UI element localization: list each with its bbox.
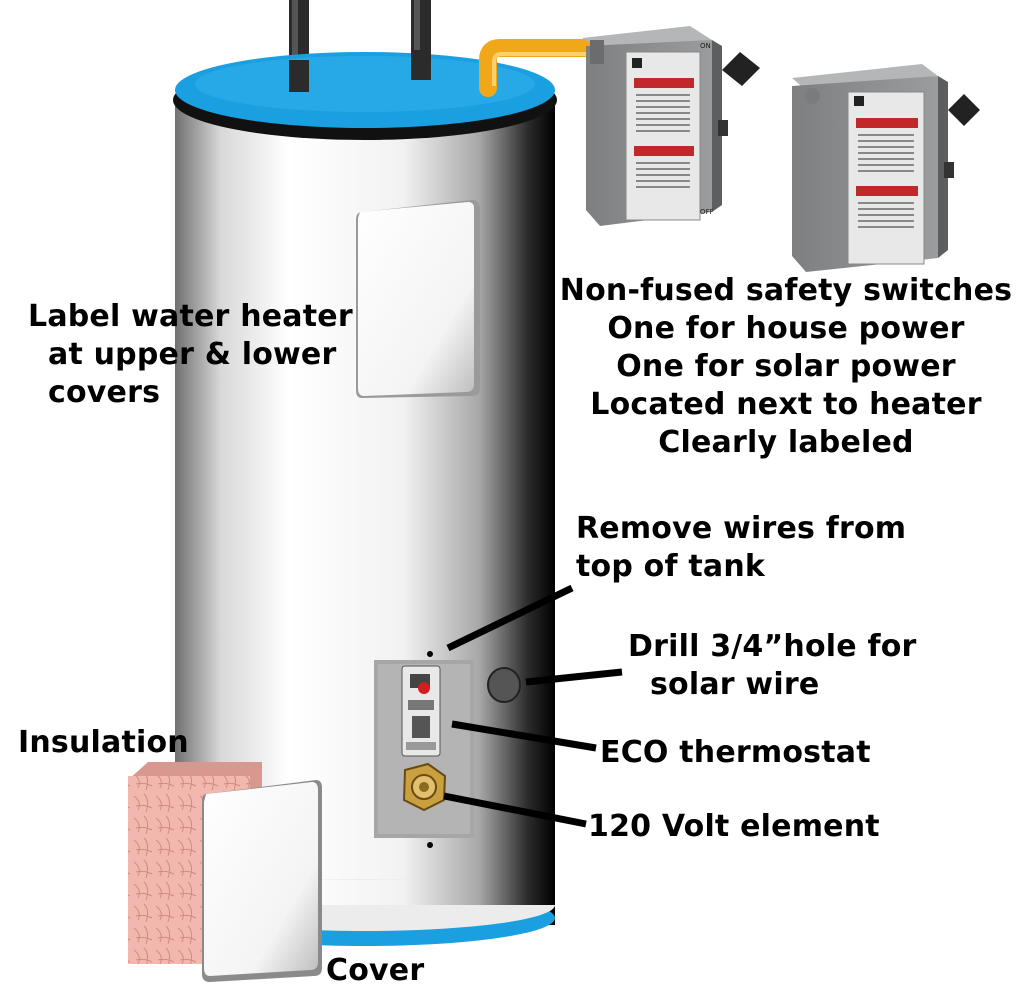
safety-switches-line-3: One for solar power	[616, 349, 956, 384]
eco-thermostat	[401, 665, 441, 757]
label-heater-line-3: covers	[48, 375, 161, 410]
drill-hole-text: Drill 3/4”hole for solar wire	[628, 628, 917, 704]
eco-thermostat-label: ECO thermostat	[600, 735, 871, 770]
upper-cover	[356, 200, 480, 398]
remove-wires-line-1: Remove wires from	[576, 511, 907, 546]
label-heater-text: Label water heater at upper & lower cove…	[28, 298, 353, 412]
switch-off-text: OFF	[700, 208, 714, 216]
drill-hole-line-1: Drill 3/4”hole for	[628, 629, 917, 664]
drill-hole-line-2: solar wire	[650, 667, 820, 702]
safety-switches-text: Non-fused safety switches One for house …	[556, 272, 1016, 462]
remove-wires-line-2: top of tank	[576, 549, 766, 584]
drilled-hole	[487, 667, 521, 703]
element-label: 120 Volt element	[588, 809, 880, 844]
remove-wires-text: Remove wires from top of tank	[576, 510, 906, 586]
safety-switch-house: ON OFF	[582, 26, 760, 226]
safety-switches-line-5: Clearly labeled	[658, 425, 914, 460]
label-heater-line-1: Label water heater	[28, 299, 353, 334]
switch-on-text: ON	[700, 42, 711, 50]
cover-label: Cover	[326, 953, 425, 988]
heating-element	[402, 762, 447, 812]
safety-switches-line-4: Located next to heater	[590, 387, 982, 422]
conduit-pipe	[479, 39, 609, 97]
label-heater-line-2: at upper & lower	[48, 337, 337, 372]
cover-plate	[202, 780, 322, 982]
safety-switch-solar	[792, 64, 980, 272]
leader-lines	[443, 584, 623, 828]
insulation-label: Insulation	[18, 725, 189, 760]
safety-switches-line-2: One for house power	[607, 311, 965, 346]
safety-switches-line-1: Non-fused safety switches	[559, 273, 1013, 308]
